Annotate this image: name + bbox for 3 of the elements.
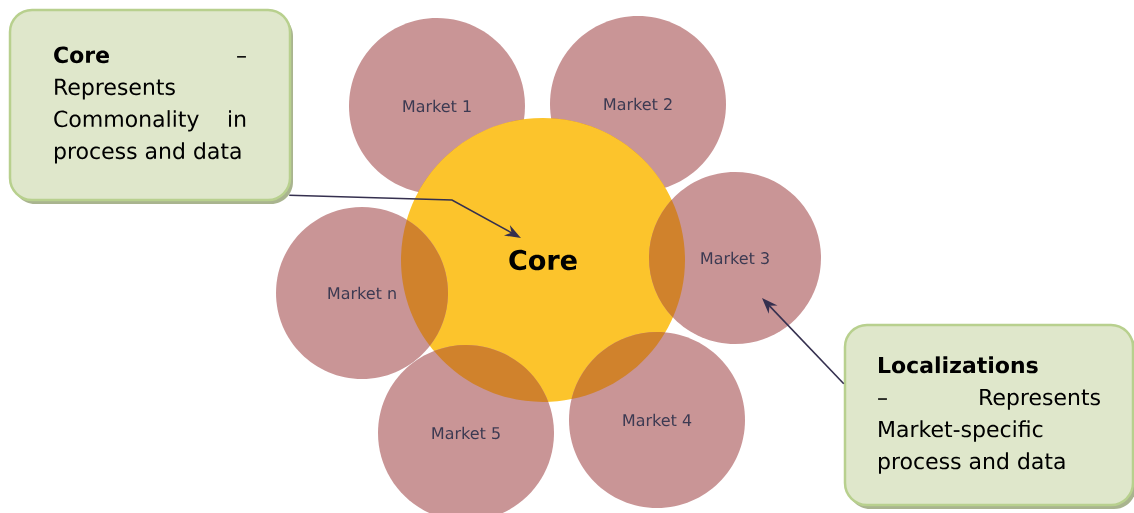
callout-box: Core – Represents Commonality in process and data [8,8,293,204]
callout-box: Localizations – Represents Market-specific process and data [843,323,1134,509]
arrow [762,298,845,385]
